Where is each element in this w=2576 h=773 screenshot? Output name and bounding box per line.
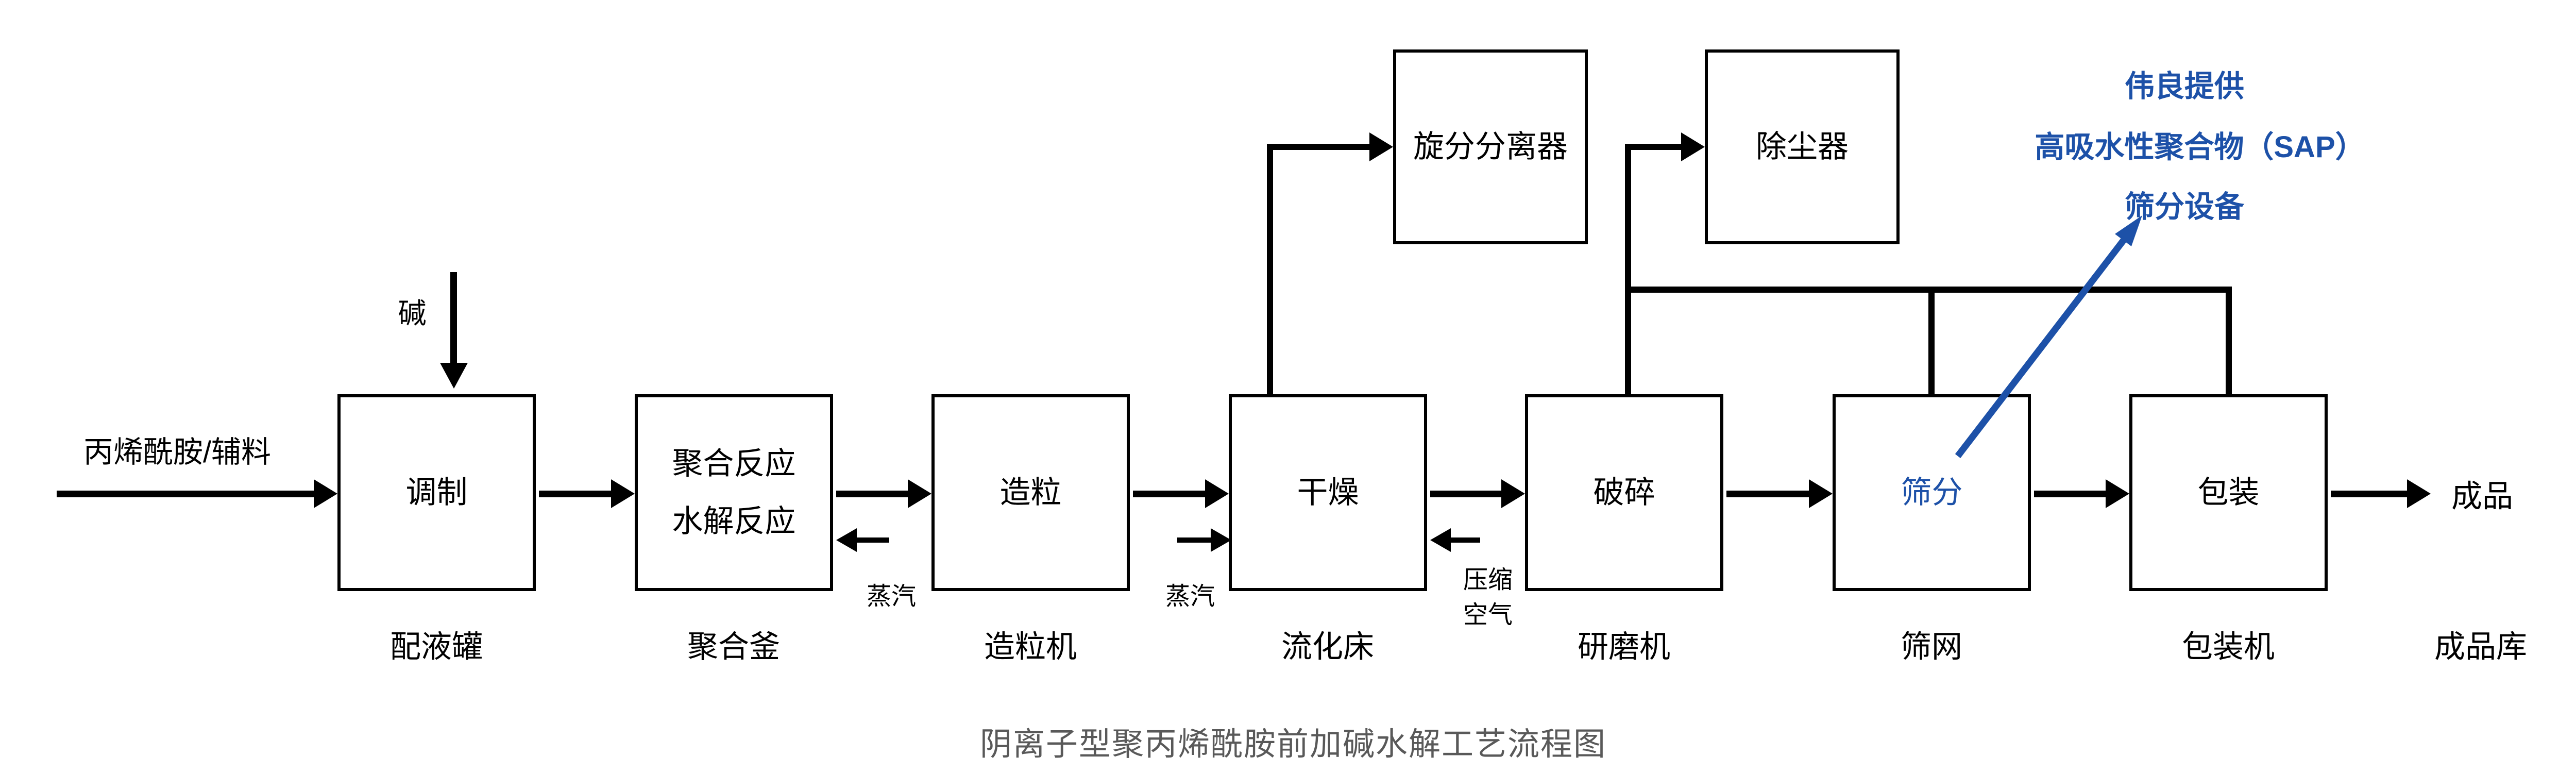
compressed-air-label-line2: 空气 [1463, 601, 1513, 629]
input-flow-arrow-head [314, 479, 337, 508]
equipment-label-granulator: 造粒机 [984, 629, 1077, 664]
cyclone-separator-text: 旋分分离器 [1413, 129, 1568, 164]
process-box-blending: 调制 [337, 394, 536, 591]
process-box-crushing-text: 破碎 [1593, 475, 1655, 510]
crusher-to-dust-riser [1625, 144, 1631, 394]
alkali-arrow-shaft [450, 272, 457, 364]
process-box-polymerization: 聚合反应 水解反应 [635, 394, 833, 591]
compressed-air-arrow-head [1430, 528, 1451, 552]
process-box-granulation-text: 造粒 [999, 475, 1062, 510]
annotation-line-1: 伟良提供 [2124, 70, 2245, 103]
flow-arrow-1-2-head [611, 479, 635, 508]
process-box-packing: 包装 [2129, 394, 2328, 591]
dryer-to-cyclone-horizontal [1267, 144, 1371, 150]
steam-dryer-label: 蒸汽 [1165, 583, 1215, 610]
diagram-title: 阴离子型聚丙烯酰胺前加碱水解工艺流程图 [979, 727, 1607, 762]
steam-dryer-arrow-head [1211, 528, 1231, 552]
annotation-arrow [1955, 215, 2142, 458]
dust-collector-text: 除尘器 [1756, 129, 1849, 164]
input-material-label: 丙烯酰胺/辅料 [83, 435, 272, 469]
flow-arrow-6-7-shaft [2034, 491, 2107, 497]
equipment-label-reactor: 聚合釜 [687, 629, 780, 664]
process-box-packing-text: 包装 [2197, 475, 2260, 510]
process-box-granulation: 造粒 [931, 394, 1130, 591]
compressed-air-arrow-shaft [1449, 537, 1480, 543]
process-box-crushing: 破碎 [1525, 394, 1723, 591]
compressed-air-label-line1: 压缩 [1463, 566, 1513, 594]
input-flow-arrow-shaft [57, 491, 317, 497]
steam-reactor-arrow-shaft [855, 537, 889, 543]
flow-arrow-5-6-head [1809, 479, 1833, 508]
equipment-label-packer: 包装机 [2182, 629, 2275, 664]
process-box-blending-text: 调制 [405, 475, 468, 510]
flow-arrow-1-2-shaft [539, 491, 612, 497]
flow-arrow-2-3-head [908, 479, 931, 508]
finished-product-store-label: 成品库 [2434, 629, 2527, 664]
steam-reactor-label: 蒸汽 [866, 583, 917, 610]
steam-dryer-arrow-shaft [1177, 537, 1211, 543]
process-box-drying: 干燥 [1229, 394, 1427, 591]
crusher-to-dust-arrow-head [1681, 132, 1705, 161]
process-box-polymerization-text-line1: 聚合反应 [672, 446, 796, 481]
annotation-line-2: 高吸水性聚合物（SAP） [2035, 130, 2365, 164]
flow-arrow-6-7-head [2106, 479, 2129, 508]
finished-product-label: 成品 [2451, 479, 2513, 514]
dust-collector-box: 除尘器 [1705, 49, 1900, 244]
alkali-label: 碱 [398, 297, 427, 329]
annotation-line-3: 筛分设备 [2124, 190, 2245, 224]
dryer-to-cyclone-arrow-head [1369, 132, 1393, 161]
process-box-drying-text: 干燥 [1297, 475, 1359, 510]
output-flow-arrow-head [2407, 479, 2431, 508]
flow-arrow-4-5-shaft [1430, 491, 1503, 497]
flow-arrow-4-5-head [1501, 479, 1525, 508]
output-flow-arrow-shaft [2331, 491, 2408, 497]
cyclone-separator-box: 旋分分离器 [1393, 49, 1588, 244]
crusher-to-dust-horizontal [1625, 144, 1684, 150]
flow-arrow-5-6-shaft [1726, 491, 1810, 497]
manifold-drop-to-packing [2226, 287, 2232, 394]
equipment-label-screen-mesh: 筛网 [1901, 629, 1962, 664]
flow-arrow-3-4-head [1205, 479, 1229, 508]
dryer-to-cyclone-riser [1267, 144, 1273, 394]
steam-reactor-arrow-head [836, 528, 857, 552]
equipment-label-mixing-tank: 配液罐 [390, 629, 483, 664]
alkali-arrow-head [440, 363, 468, 389]
flow-arrow-3-4-shaft [1133, 491, 1206, 497]
process-box-polymerization-text-line2: 水解反应 [672, 504, 796, 539]
manifold-drop-to-screening [1928, 287, 1935, 394]
equipment-label-grinder: 研磨机 [1578, 629, 1670, 664]
process-box-screening-text: 筛分 [1901, 475, 1963, 510]
equipment-label-fluidized-bed: 流化床 [1281, 629, 1374, 664]
process-box-screening: 筛分 [1833, 394, 2031, 591]
flow-arrow-2-3-shaft [836, 491, 909, 497]
